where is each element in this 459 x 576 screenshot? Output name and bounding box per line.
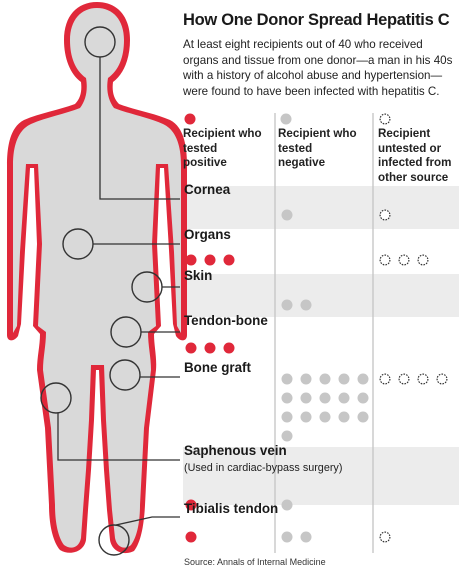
dot-positive [223,254,235,266]
dot-negative [281,373,293,385]
dot-negative [281,411,293,423]
dot-untested [398,373,410,385]
dot-positive [185,342,197,354]
dot-untested [379,531,391,543]
dot-positive [223,342,235,354]
legend-dot-untested [379,113,391,125]
location-marker [98,524,130,556]
dot-negative [300,373,312,385]
dot-negative [300,299,312,311]
dot-negative [338,411,350,423]
column-header-line: tested [183,141,218,155]
dot-negative [281,299,293,311]
body-silhouette [7,2,187,554]
dot-negative [300,531,312,543]
column-header-line: infected from [378,156,452,170]
dot-untested [379,254,391,266]
dot-negative [319,392,331,404]
row-stripe [183,447,459,505]
location-marker [109,359,141,391]
row-stripes [183,186,459,505]
column-header-line: Recipient [378,127,431,140]
row-label: Tendon-bone [184,313,268,328]
dot-positive [185,531,197,543]
recipient-dots [184,113,448,543]
row-label: Cornea [184,182,231,197]
dot-negative [300,392,312,404]
row-stripe [183,274,459,317]
column-header-line: Recipient who [183,127,262,140]
dot-negative [281,392,293,404]
legend-dot-positive [184,113,196,125]
dot-negative [319,411,331,423]
column-header-line: positive [183,156,227,170]
location-marker [84,26,116,58]
dot-positive [185,254,197,266]
dot-untested [379,209,391,221]
leader-line [57,413,180,461]
row-label: Skin [184,268,213,283]
column-header-line: negative [278,156,326,170]
dot-negative [357,392,369,404]
column-header-line: tested [278,141,313,155]
dot-negative [338,392,350,404]
column-dividers [274,113,374,553]
source-note: Source: Annals of Internal Medicine [184,557,326,567]
row-label: Organs [184,227,231,242]
dot-negative [357,411,369,423]
leader-line [115,516,180,526]
chart-title: How One Donor Spread Hepatitis C [183,11,450,29]
row-stripe [183,186,459,229]
dot-negative [357,373,369,385]
dot-negative [338,373,350,385]
dot-positive [204,254,216,266]
row-label: Tibialis tendon [184,501,279,516]
leader-line [99,57,180,200]
column-header-line: Recipient who [278,127,357,140]
dot-untested [398,254,410,266]
legend-dot-negative [280,113,292,125]
row-label: Bone graft [184,360,251,375]
column-header-line: other source [378,170,449,184]
dot-untested [436,373,448,385]
row-label: Saphenous vein [184,443,287,458]
dot-positive [185,499,197,511]
dot-positive [204,342,216,354]
dot-untested [417,254,429,266]
location-marker [131,271,163,303]
location-marker [40,382,72,414]
row-note: (Used in cardiac-bypass surgery) [184,462,343,474]
dot-negative [281,499,293,511]
dot-negative [281,209,293,221]
location-markers [40,26,180,556]
intro-text: At least eight recipients out of 40 who … [183,38,453,98]
location-marker [62,228,94,260]
dot-negative [281,430,293,442]
column-header-line: untested or [378,141,442,155]
dot-negative [319,373,331,385]
location-marker [110,316,142,348]
dot-untested [417,373,429,385]
dot-negative [300,411,312,423]
dot-untested [379,373,391,385]
dot-negative [281,531,293,543]
